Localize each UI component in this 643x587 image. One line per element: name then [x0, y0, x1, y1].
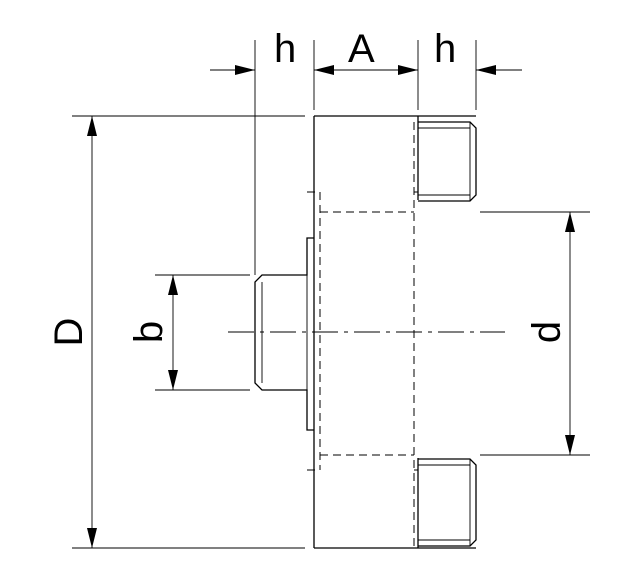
label-h-right: h — [434, 27, 456, 71]
label-d-inner: d — [525, 321, 569, 343]
dimension-a — [314, 65, 418, 75]
label-a: A — [348, 27, 375, 71]
dimension-d-outer — [87, 116, 97, 548]
label-d-outer: D — [47, 318, 91, 347]
bottom-stud — [418, 458, 477, 547]
dimension-h-right — [476, 65, 522, 75]
label-h-left: h — [274, 27, 296, 71]
extension-lines — [72, 40, 590, 549]
label-b: b — [127, 321, 171, 343]
hidden-lines — [307, 122, 418, 546]
dimension-d-inner — [565, 212, 575, 455]
top-stud — [418, 121, 477, 202]
dimension-b — [168, 275, 178, 390]
